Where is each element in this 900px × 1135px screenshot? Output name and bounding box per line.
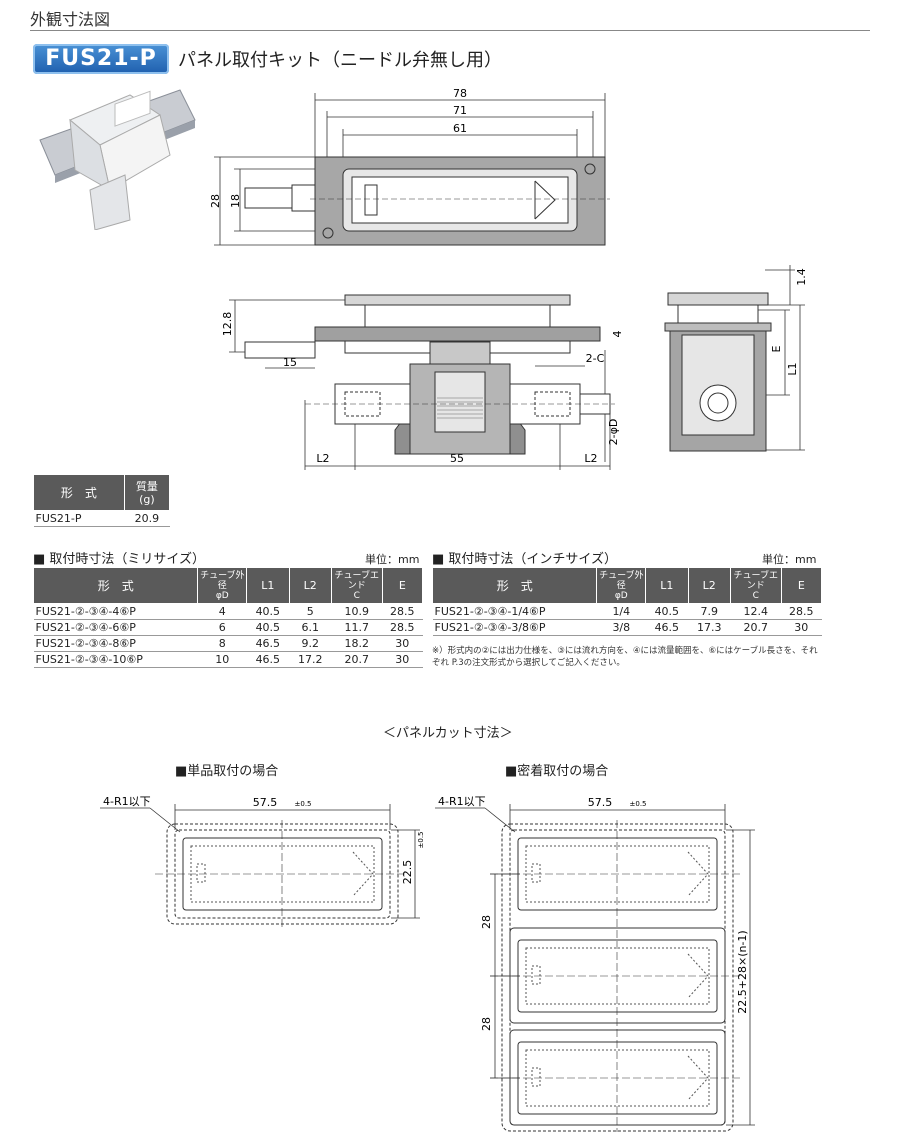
mm-table-title: ■ 取付時寸法（ミリサイズ） [33, 552, 206, 567]
multi-height-label: 22.5+28×(n-1) [736, 930, 749, 1013]
dim-2-phi-d: 2-φD [607, 419, 620, 446]
product-code-badge: FUS21-P [33, 44, 169, 74]
multi-mount-cut-drawing: 4-R1以下 57.5 ±0.5 28 28 22.5+28×(n-1) [435, 795, 755, 1132]
dim-55: 55 [450, 452, 464, 465]
table-row: FUS21-P 20.9 [33, 510, 170, 527]
single-height-tol: ±0.5 [417, 832, 425, 849]
dim-l2-right: L2 [584, 452, 597, 465]
front-view-drawing: 78 71 61 28 18 [209, 87, 610, 246]
product-title: パネル取付キット（ニードル弁無し用） [178, 50, 502, 71]
mm-size-table: 形 式 チューブ外径 φD L1 L2 チューブエンド C E FUS21-②-… [32, 567, 424, 668]
product-photo [39, 89, 196, 230]
dim-12-8: 12.8 [221, 312, 234, 337]
inch-table-title: ■ 取付時寸法（インチサイズ） [432, 552, 618, 567]
weight-table: 形 式 質量 (g) FUS21-P 20.9 [33, 474, 171, 527]
side-view-drawing: 12.8 4 15 2-C 2-φD L2 55 L2 [221, 294, 624, 470]
panel-cut-title: ＜パネルカット寸法＞ [383, 726, 513, 741]
inch-size-table: 形 式 チューブ外径 φD L1 L2 チューブエンド C E FUS21-②-… [431, 567, 823, 636]
multi-pitch-1: 28 [480, 915, 493, 929]
page-header: 外観寸法図 [30, 10, 111, 29]
dim-15: 15 [283, 356, 297, 369]
multi-pitch-2: 28 [480, 1017, 493, 1031]
multi-mount-title: ■密着取付の場合 [505, 764, 609, 779]
multi-width-label: 57.5 [588, 796, 613, 809]
dim-4: 4 [611, 331, 624, 338]
single-radius-label: 4-R1以下 [103, 795, 151, 808]
inch-table-unit: 単位：mm [762, 553, 817, 566]
end-view-drawing: 1.4 E L1 [664, 265, 808, 452]
weight-header-model: 形 式 [33, 474, 125, 511]
inch-table-note: ※）形式内の②には出力仕様を、③には流れ方向を、④には流量範囲を、⑥にはケーブル… [432, 646, 818, 668]
single-mount-title: ■単品取付の場合 [175, 764, 279, 779]
dim-28: 28 [209, 194, 222, 208]
single-width-tol: ±0.5 [295, 800, 312, 808]
single-mount-cut-drawing: 4-R1以下 57.5 ±0.5 22.5 ±0.5 [100, 795, 425, 930]
dim-78: 78 [453, 87, 467, 100]
dim-2-c: 2-C [586, 352, 605, 365]
multi-radius-label: 4-R1以下 [438, 795, 486, 808]
dim-e: E [770, 345, 783, 352]
dim-l1: L1 [786, 362, 799, 375]
dim-1-4: 1.4 [795, 268, 808, 286]
dim-l2-left: L2 [316, 452, 329, 465]
dim-18: 18 [229, 194, 242, 208]
single-width-label: 57.5 [253, 796, 278, 809]
single-height-label: 22.5 [401, 860, 414, 885]
header-divider [30, 30, 870, 31]
mm-table-unit: 単位：mm [365, 553, 420, 566]
dim-61: 61 [453, 122, 467, 135]
multi-width-tol: ±0.5 [630, 800, 647, 808]
weight-header-mass: 質量 (g) [123, 474, 171, 511]
dim-71: 71 [453, 104, 467, 117]
